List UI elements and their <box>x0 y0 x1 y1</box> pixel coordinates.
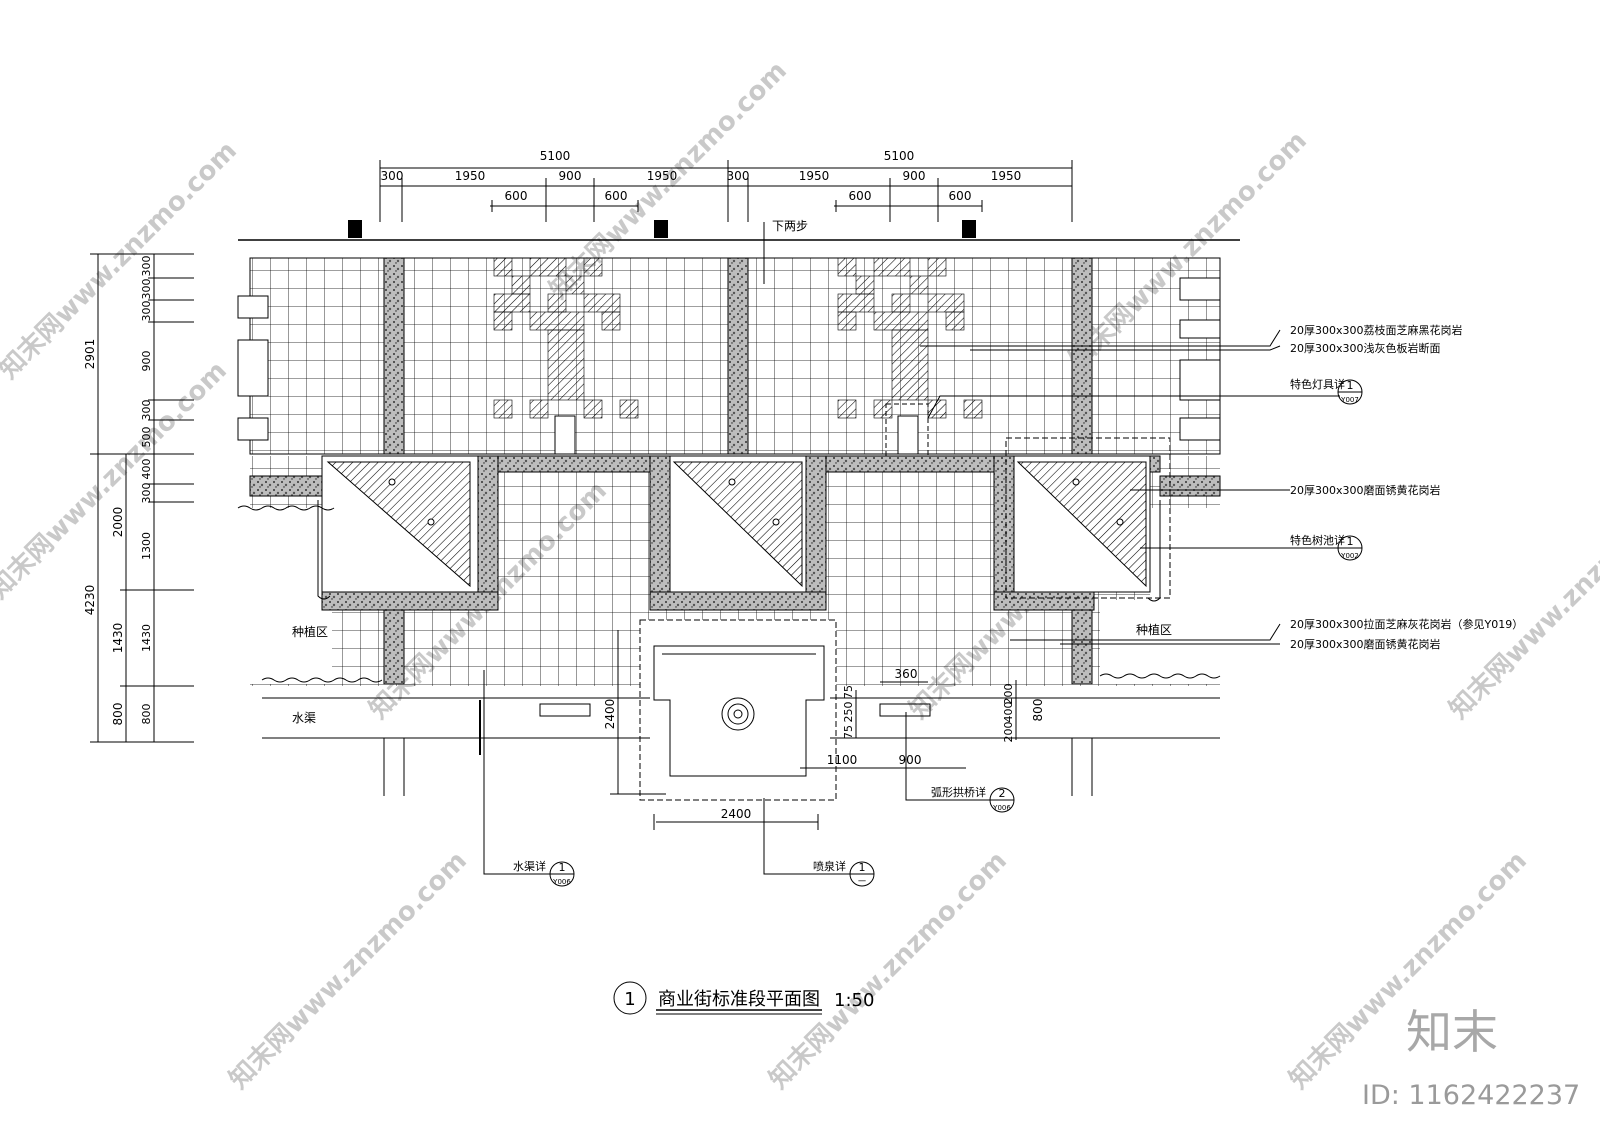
dim-sub: 600 <box>949 189 972 203</box>
dim-left-inner: 1300 <box>140 532 153 560</box>
watermark-text: 知末网www.znzmo.com <box>0 136 243 385</box>
top-dimension-lines <box>379 160 1073 222</box>
fountain-bridge <box>639 619 837 801</box>
ref-bridge-ref: Y006 <box>992 804 1011 812</box>
leader-lines <box>483 222 1340 875</box>
callout-lamp-ref: Y007 <box>1340 396 1359 404</box>
brand-logo: 知末 <box>1406 1005 1498 1059</box>
dim-sub: 600 <box>605 189 628 203</box>
watermark-text: 知末网www.znzmo.com <box>764 846 1013 1095</box>
reference-circles <box>549 379 1363 1015</box>
dim-2400-h: 2400 <box>721 807 752 821</box>
dim-left-inner: 500 <box>140 427 153 448</box>
lamp-post-3 <box>962 220 976 238</box>
dim-seg: 300 <box>727 169 750 183</box>
callout-5: 20厚300x300拉面芝麻灰花岗岩（参见Y019） <box>1290 617 1523 631</box>
callout-1: 20厚300x300荔枝面芝麻黑花岗岩 <box>1290 323 1463 337</box>
dim-left-mid: 800 <box>111 703 125 726</box>
watermark-text: 知末网www.znzmo.com <box>1444 476 1600 725</box>
dim-left-inner: 800 <box>140 704 153 725</box>
dim-75b: 75 <box>842 725 855 739</box>
plan-labels: 下两步 种植区 种植区 水渠 360 2400 2400 75 250 75 1… <box>292 219 1172 821</box>
ref-fountain: 喷泉详 <box>813 859 846 873</box>
dim-800: 800 <box>1031 699 1045 722</box>
dim-360: 360 <box>895 667 918 681</box>
label-channel: 水渠 <box>292 711 316 725</box>
dim-seg: 1950 <box>991 169 1022 183</box>
dim-left-inner: 300 <box>140 400 153 421</box>
ref-fountain-num: 1 <box>859 861 866 874</box>
dim-total-left: 5100 <box>540 149 571 163</box>
tree-pit-1 <box>321 455 499 611</box>
dim-seg: 300 <box>381 169 404 183</box>
label-planting-right: 种植区 <box>1136 622 1172 637</box>
dim-total-right: 5100 <box>884 149 915 163</box>
dim-seg: 900 <box>559 169 582 183</box>
title-number: 1 <box>624 989 635 1010</box>
dim-left-mid: 1430 <box>111 623 125 654</box>
callout-treepit-num: 1 <box>1347 535 1354 548</box>
callout-treepit: 特色树池详 <box>1290 533 1345 547</box>
upper-pavement <box>237 220 1240 465</box>
callout-treepit-ref: Y002 <box>1340 552 1359 560</box>
brand-mark: 知末 ID: 1162422237 <box>1362 1005 1580 1111</box>
dim-200b: 200 <box>1002 722 1015 743</box>
watermark-text: 知末网www.znzmo.com <box>0 356 233 605</box>
lower-pavement <box>237 437 1230 686</box>
ref-channel-num: 1 <box>559 861 566 874</box>
dim-seg: 1950 <box>799 169 830 183</box>
dim-seg: 1950 <box>455 169 486 183</box>
dim-900: 900 <box>899 753 922 767</box>
ref-bridge: 弧形拱桥详 <box>931 785 986 799</box>
dimension-texts: 5100 5100 300 1950 900 1950 300 1950 900… <box>83 149 1021 725</box>
dim-250: 250 <box>842 702 855 723</box>
label-planting-left: 种植区 <box>292 624 328 639</box>
dim-75: 75 <box>842 685 855 699</box>
tree-pit-3 <box>993 437 1171 611</box>
dim-seg: 900 <box>903 169 926 183</box>
dim-left-inner: 900 <box>140 351 153 372</box>
ref-fountain-ref: 一 <box>858 877 866 886</box>
dim-200: 200 <box>1002 684 1015 705</box>
dim-left-outer: 2901 <box>83 339 97 370</box>
ref-channel: 水渠详 <box>513 859 546 873</box>
water-channel <box>262 697 1220 796</box>
dim-400: 400 <box>1002 702 1015 723</box>
ref-bridge-num: 2 <box>999 787 1006 800</box>
dim-sub: 600 <box>849 189 872 203</box>
dim-left-inner: 400 <box>140 459 153 480</box>
lamp-post-2 <box>654 220 668 238</box>
callout-texts: 20厚300x300荔枝面芝麻黑花岗岩 20厚300x300浅灰色板岩断面 特色… <box>1290 323 1523 651</box>
tree-pit-2 <box>649 455 827 611</box>
dim-left-inner: 300 <box>140 483 153 504</box>
dim-left-inner: 300 <box>140 256 153 277</box>
callout-3: 20厚300x300磨面锈黄花岗岩 <box>1290 483 1441 497</box>
dim-seg: 1950 <box>647 169 678 183</box>
image-id: ID: 1162422237 <box>1362 1080 1580 1111</box>
lamp-post-1 <box>348 220 362 238</box>
title-text: 商业街标准段平面图 <box>658 989 820 1010</box>
dim-sub: 600 <box>505 189 528 203</box>
callout-2: 20厚300x300浅灰色板岩断面 <box>1290 341 1441 355</box>
dim-left-inner: 300 <box>140 279 153 300</box>
dim-left-inner: 300 <box>140 301 153 322</box>
title-scale: 1:50 <box>834 990 874 1011</box>
detail-ref-texts: 弧形拱桥详 2 Y006 水渠详 1 Y006 喷泉详 1 一 <box>513 785 1011 886</box>
left-dimension-lines <box>90 253 194 743</box>
callout-lamp-num: 1 <box>1347 379 1354 392</box>
dim-2400-v: 2400 <box>603 699 617 730</box>
watermark-text: 知末网www.znzmo.com <box>224 846 473 1095</box>
dim-left-mid: 2000 <box>111 507 125 538</box>
dim-left-outer: 4230 <box>83 585 97 616</box>
fountain-dimension-lines <box>610 630 1017 830</box>
dim-1100: 1100 <box>827 753 858 767</box>
callout-lamp: 特色灯具详 <box>1290 377 1345 391</box>
drawing-title: 1 商业街标准段平面图 1:50 <box>624 989 874 1011</box>
label-steps: 下两步 <box>772 219 808 233</box>
ref-channel-ref: Y006 <box>552 878 571 886</box>
callout-6: 20厚300x300磨面锈黄花岗岩 <box>1290 637 1441 651</box>
dim-left-inner: 1430 <box>140 624 153 652</box>
